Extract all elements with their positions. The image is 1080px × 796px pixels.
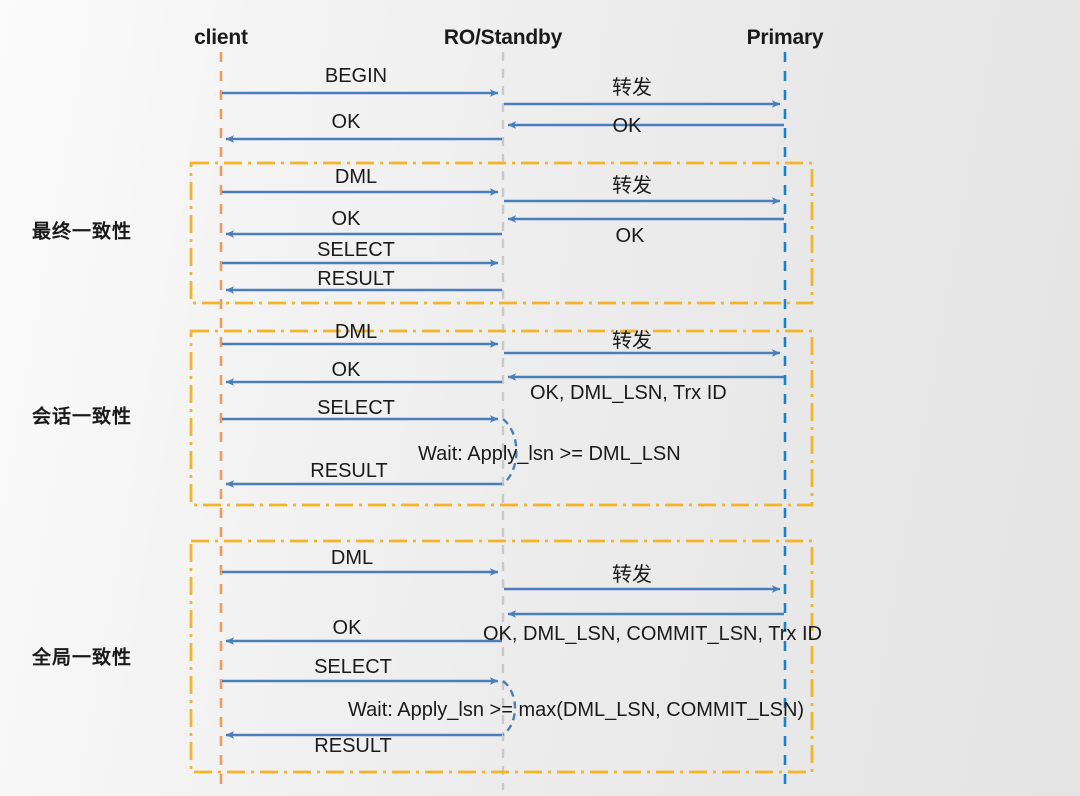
message-label-global: DML [330,547,374,569]
message-label-global: OK [332,617,362,639]
message-label-session: RESULT [310,460,388,482]
message-label-preamble: BEGIN [324,65,388,87]
group-boxes-layer [189,161,814,774]
message-label-preamble: 转发 [612,77,652,99]
actor-label-primary: Primary [746,26,824,49]
wait-label-global: Wait: Apply_lsn >= max(DML_LSN, COMMIT_L… [348,699,805,721]
message-label-preamble: OK [331,111,361,133]
message-label-eventual: OK [331,208,361,230]
message-label-eventual: DML [334,166,378,188]
actor-label-client: client [194,26,248,49]
message-label-session: DML [334,321,378,343]
message-label-session: OK [331,359,361,381]
wait-arc-global [502,680,517,736]
wait-label-session: Wait: Apply_lsn >= DML_LSN [418,443,681,465]
group-box-global [189,539,814,774]
message-label-global: RESULT [314,735,392,757]
message-label-global: SELECT [314,656,392,678]
lifelines-group [219,52,787,790]
message-label-eventual: 转发 [612,175,652,197]
actor-label-standby: RO/Standby [443,26,563,49]
group-box-session [189,329,814,507]
message-label-session: 转发 [612,330,652,352]
message-label-eventual: SELECT [317,239,395,261]
message-label-global: 转发 [612,564,652,586]
wait-arc-session [502,418,518,485]
message-label-eventual: RESULT [317,268,395,290]
message-label-session: SELECT [317,397,395,419]
message-label-eventual: OK [615,225,645,247]
group-label-session: 会话一致性 [32,406,133,428]
wait-arcs-layer [502,418,518,736]
message-label-preamble: OK [612,115,642,137]
group-label-global: 全局一致性 [32,647,133,669]
messages-layer [222,89,784,739]
group-label-eventual: 最终一致性 [32,221,133,243]
message-label-session: OK, DML_LSN, Trx ID [530,382,727,404]
group-box-eventual [189,161,814,305]
message-label-global: OK, DML_LSN, COMMIT_LSN, Trx ID [483,623,822,645]
